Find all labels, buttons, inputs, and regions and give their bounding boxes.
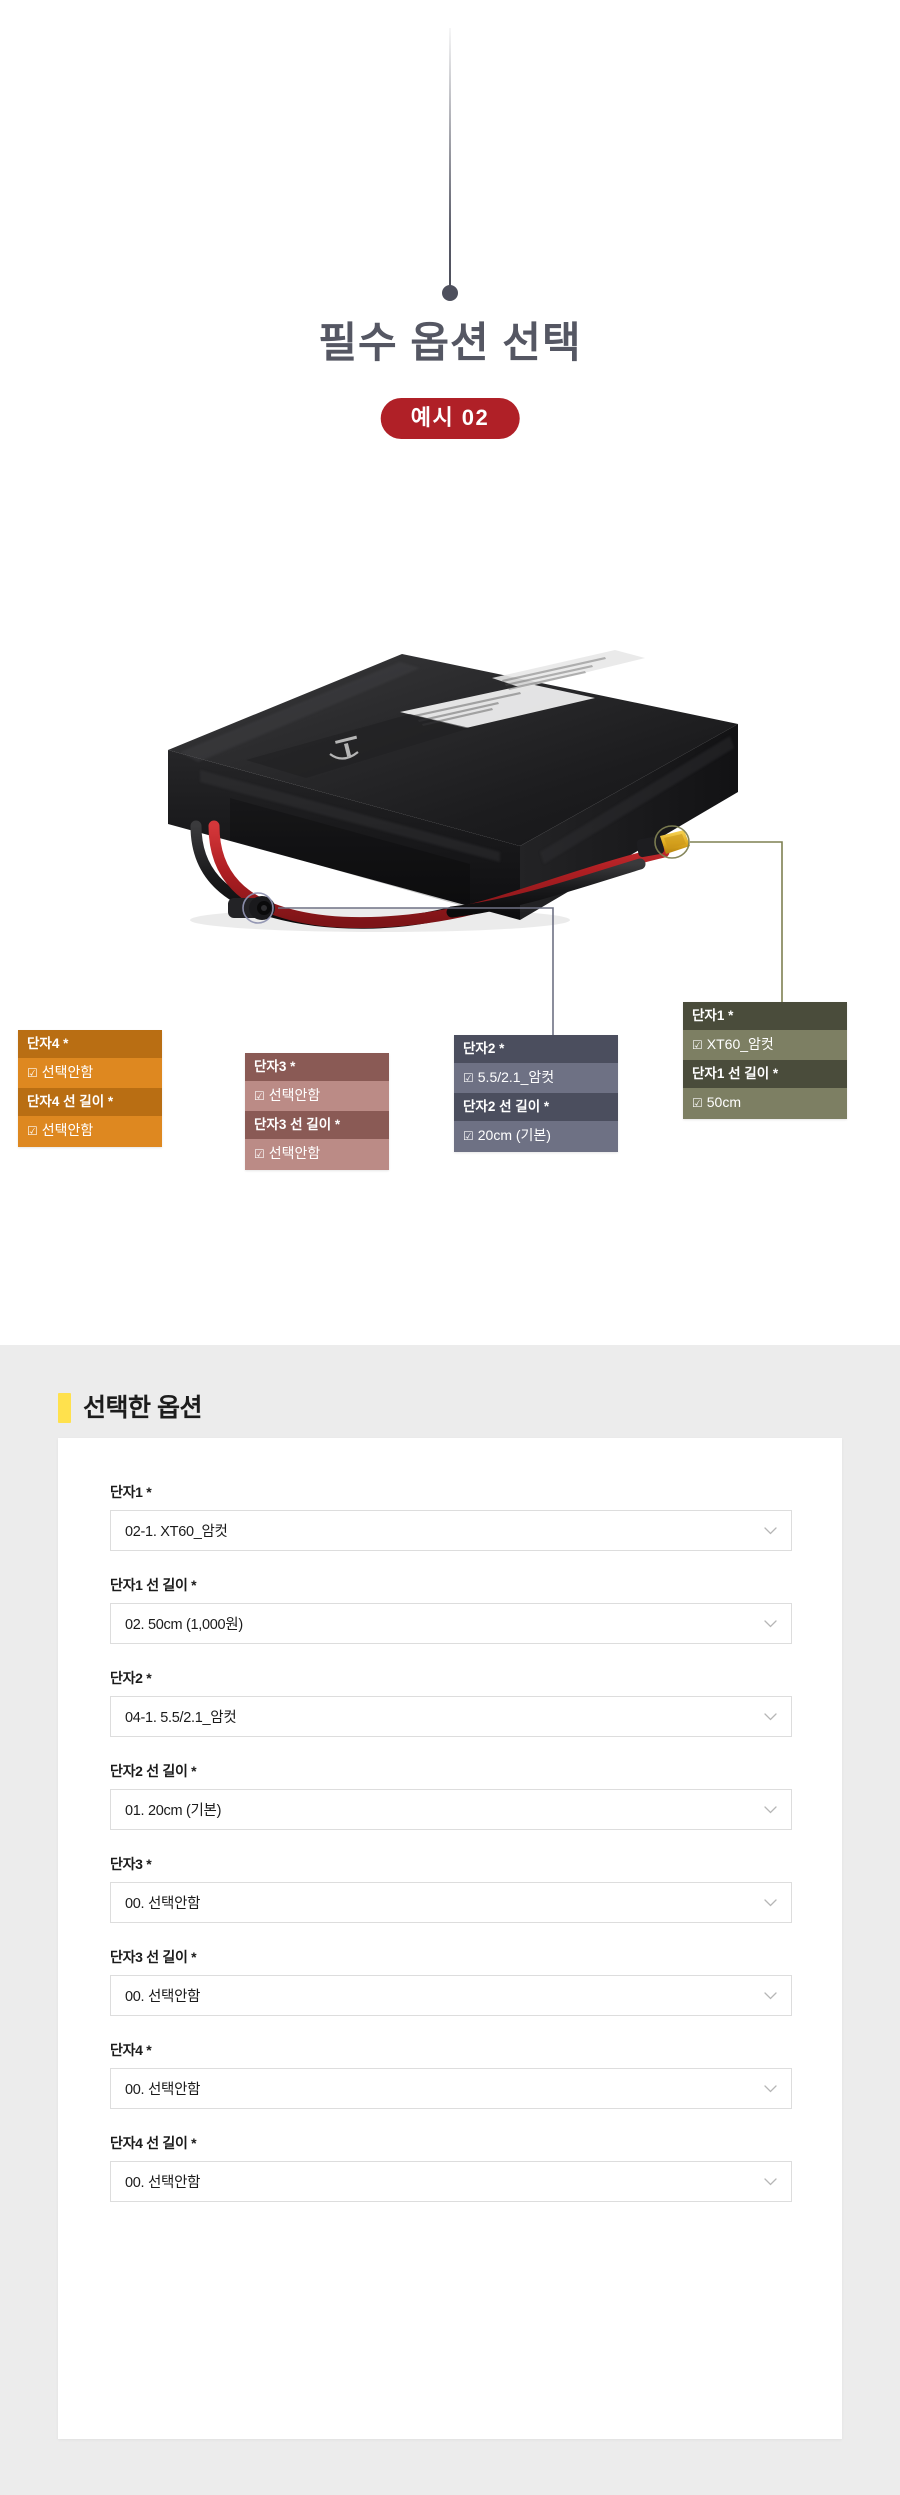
select-terminal3[interactable]: 00. 선택안함 — [110, 1882, 792, 1923]
battery-spec-label — [400, 684, 595, 728]
chevron-down-icon — [764, 1989, 777, 2002]
check-icon: ☑ — [463, 1129, 474, 1144]
field-terminal1-length: 단자1 선 길이 * 02. 50cm (1,000원) — [110, 1575, 792, 1644]
pin-line-decoration — [449, 28, 451, 290]
select-terminal1-length-value: 02. 50cm (1,000원) — [125, 1617, 243, 1633]
check-icon: ☑ — [27, 1065, 38, 1080]
select-terminal3-value: 00. 선택안함 — [125, 1896, 201, 1912]
check-icon: ☑ — [254, 1147, 265, 1162]
chevron-down-icon — [764, 1896, 777, 1909]
check-icon: ☑ — [463, 1070, 474, 1085]
select-terminal2[interactable]: 04-1. 5.5/2.1_암컷 — [110, 1696, 792, 1737]
callout-terminal4-label-2: 단자4 선 길이 * — [18, 1088, 162, 1117]
field-terminal3-length: 단자3 선 길이 * 00. 선택안함 — [110, 1947, 792, 2016]
callout-terminal3-value-1: ☑선택안함 — [245, 1080, 389, 1112]
battery-brand-logo — [329, 735, 359, 760]
callout-terminal4-value-1: ☑선택안함 — [18, 1057, 162, 1089]
chevron-down-icon — [764, 1524, 777, 1537]
check-icon: ☑ — [254, 1088, 265, 1103]
callout-terminal3-value-2: ☑선택안함 — [245, 1139, 389, 1170]
chevron-down-icon — [764, 1710, 777, 1723]
hero-section: 필수 옵션 선택 예시 02 — [0, 28, 900, 1170]
heading-accent-bar — [58, 1393, 71, 1423]
chevron-down-icon — [764, 1803, 777, 1816]
callout-terminal4: 단자4 * ☑선택안함 단자4 선 길이 * ☑선택안함 — [18, 1030, 162, 1147]
callout-terminal1-label-1: 단자1 * — [683, 1002, 847, 1030]
check-icon: ☑ — [692, 1096, 703, 1111]
callout-terminal1-label-2: 단자1 선 길이 * — [683, 1060, 847, 1089]
check-icon: ☑ — [692, 1037, 703, 1052]
field-terminal4-length: 단자4 선 길이 * 00. 선택안함 — [110, 2133, 792, 2202]
field-terminal1: 단자1 * 02-1. XT60_암컷 — [110, 1482, 792, 1551]
barrel-connector-5525 — [228, 892, 275, 924]
select-terminal4[interactable]: 00. 선택안함 — [110, 2068, 792, 2109]
field-terminal2-length: 단자2 선 길이 * 01. 20cm (기본) — [110, 1761, 792, 1830]
product-image — [0, 620, 900, 980]
select-terminal1[interactable]: 02-1. XT60_암컷 — [110, 1510, 792, 1551]
callout-terminal3-label-2: 단자3 선 길이 * — [245, 1111, 389, 1140]
callout-terminal1-value-1: ☑XT60_암컷 — [683, 1029, 847, 1061]
options-form-card: 단자1 * 02-1. XT60_암컷 단자1 선 길이 * 02. 50cm … — [58, 1438, 842, 2439]
chevron-down-icon — [764, 2175, 777, 2188]
pin-dot-icon — [442, 285, 458, 301]
options-form: 단자1 * 02-1. XT60_암컷 단자1 선 길이 * 02. 50cm … — [58, 1438, 842, 2242]
selected-options-section: 선택한 옵션 단자1 * 02-1. XT60_암컷 단자1 선 길이 * 02… — [0, 1345, 900, 2495]
select-terminal4-length-value: 00. 선택안함 — [125, 2175, 201, 2191]
callout-terminal2: 단자2 * ☑5.5/2.1_암컷 단자2 선 길이 * ☑20cm (기본) — [454, 1035, 618, 1152]
field-terminal3: 단자3 * 00. 선택안함 — [110, 1854, 792, 1923]
chevron-down-icon — [764, 2082, 777, 2095]
callout-terminal2-value-1: ☑5.5/2.1_암컷 — [454, 1062, 618, 1094]
select-terminal4-length[interactable]: 00. 선택안함 — [110, 2161, 792, 2202]
field-terminal4-length-label: 단자4 선 길이 * — [110, 2135, 197, 2151]
select-terminal2-length[interactable]: 01. 20cm (기본) — [110, 1789, 792, 1830]
xt60-connector — [636, 825, 690, 859]
field-terminal2-length-label: 단자2 선 길이 * — [110, 1763, 197, 1779]
field-terminal1-label: 단자1 * — [110, 1484, 152, 1500]
chevron-down-icon — [764, 1617, 777, 1630]
callout-terminal3: 단자3 * ☑선택안함 단자3 선 길이 * ☑선택안함 — [245, 1053, 389, 1170]
select-terminal1-value: 02-1. XT60_암컷 — [125, 1524, 228, 1540]
callout-terminal4-value-2: ☑선택안함 — [18, 1116, 162, 1147]
select-terminal3-length-value: 00. 선택안함 — [125, 1989, 201, 2005]
callout-terminal2-label-1: 단자2 * — [454, 1035, 618, 1063]
callout-terminal2-value-2: ☑20cm (기본) — [454, 1121, 618, 1152]
callout-terminal3-label-1: 단자3 * — [245, 1053, 389, 1081]
callout-terminal4-label-1: 단자4 * — [18, 1030, 162, 1058]
callout-terminal2-label-2: 단자2 선 길이 * — [454, 1093, 618, 1122]
callout-terminal1: 단자1 * ☑XT60_암컷 단자1 선 길이 * ☑50cm — [683, 1002, 847, 1119]
selected-options-title: 선택한 옵션 — [83, 1393, 202, 1422]
field-terminal2: 단자2 * 04-1. 5.5/2.1_암컷 — [110, 1668, 792, 1737]
field-terminal3-length-label: 단자3 선 길이 * — [110, 1949, 197, 1965]
callout-terminal1-value-2: ☑50cm — [683, 1088, 847, 1119]
field-terminal4-label: 단자4 * — [110, 2042, 152, 2058]
select-terminal4-value: 00. 선택안함 — [125, 2082, 201, 2098]
select-terminal3-length[interactable]: 00. 선택안함 — [110, 1975, 792, 2016]
field-terminal3-label: 단자3 * — [110, 1856, 152, 1872]
select-terminal2-length-value: 01. 20cm (기본) — [125, 1803, 222, 1819]
battery-warning-label — [492, 650, 645, 688]
example-badge: 예시 02 — [380, 398, 520, 439]
select-terminal2-value: 04-1. 5.5/2.1_암컷 — [125, 1710, 237, 1726]
field-terminal1-length-label: 단자1 선 길이 * — [110, 1577, 197, 1593]
check-icon: ☑ — [27, 1124, 38, 1139]
selected-options-heading: 선택한 옵션 — [58, 1393, 202, 1423]
page-title: 필수 옵션 선택 — [318, 319, 582, 366]
select-terminal1-length[interactable]: 02. 50cm (1,000원) — [110, 1603, 792, 1644]
field-terminal4: 단자4 * 00. 선택안함 — [110, 2040, 792, 2109]
field-terminal2-label: 단자2 * — [110, 1670, 152, 1686]
